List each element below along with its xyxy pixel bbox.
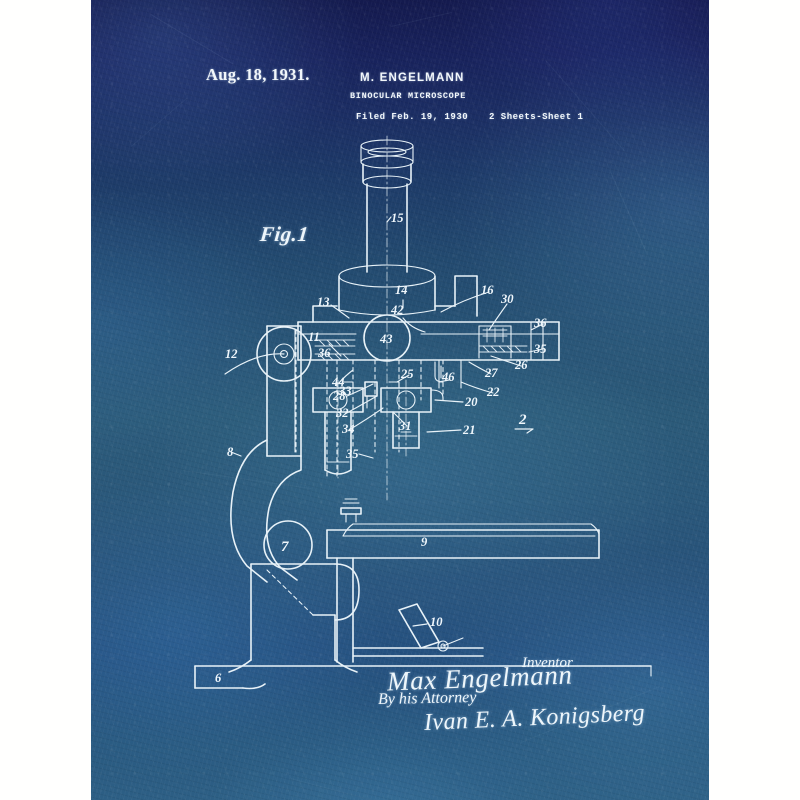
callout-16: 16 (481, 283, 494, 297)
callout-numerals: 13 14 15 16 30 42 11 43 12 36 36 35 44 2… (215, 211, 547, 685)
callout-28: 28 (332, 389, 346, 403)
callout-46: 46 (441, 370, 455, 384)
patent-inventor-name: M. ENGELMANN (360, 72, 465, 84)
callout-34: 34 (341, 422, 355, 436)
callout-20: 20 (464, 395, 478, 409)
microscope-base (194, 665, 652, 690)
microscope-arm (230, 439, 302, 583)
callout-32: 32 (335, 406, 349, 420)
callout-42: 42 (390, 303, 404, 317)
patent-invention-title: BINOCULAR MICROSCOPE (350, 91, 467, 101)
callout-27: 27 (484, 366, 498, 380)
callout-11: 11 (308, 330, 320, 344)
callout-12: 12 (225, 347, 238, 361)
microscope-stage (326, 498, 600, 663)
callout-7: 7 (281, 539, 289, 555)
mirror-assembly (398, 603, 464, 652)
callout-36-right: 36 (533, 316, 547, 330)
callout-36-left: 36 (317, 346, 331, 360)
callout-26: 26 (514, 358, 528, 372)
patent-date: Aug. 18, 1931. (206, 65, 310, 84)
callout-8: 8 (227, 445, 234, 459)
eyepiece-assembly (338, 135, 436, 501)
microscope-technical-drawing: 7 (194, 135, 652, 690)
callout-35-left: 35 (345, 447, 359, 461)
callout-14: 14 (395, 283, 408, 297)
callout-9: 9 (421, 535, 428, 549)
callout-15: 15 (391, 211, 404, 225)
patent-filed-date: Filed Feb. 19, 1930 (356, 112, 469, 122)
callout-30: 30 (500, 292, 514, 306)
callout-35-right: 35 (533, 342, 547, 356)
callout-43: 43 (379, 332, 393, 346)
callout-25: 25 (400, 367, 414, 381)
focus-pivot-housing (224, 325, 312, 457)
callout-10: 10 (430, 615, 443, 629)
callout-22: 22 (486, 385, 500, 399)
callout-2: 2 (518, 412, 527, 428)
patent-blueprint-sheet: Aug. 18, 1931. M. ENGELMANN BINOCULAR MI… (91, 0, 709, 800)
callout-33: 33 (338, 384, 352, 398)
callout-6: 6 (215, 671, 222, 685)
inventor-label: Inventor (522, 655, 573, 671)
callout-13: 13 (317, 295, 330, 309)
limb-trunnion: 7 (228, 520, 360, 673)
callout-31: 31 (398, 419, 412, 433)
callout-21: 21 (462, 423, 476, 437)
patent-sheet-count: 2 Sheets-Sheet 1 (489, 112, 584, 122)
prism-body-assembly (297, 275, 560, 362)
callout-44: 44 (331, 375, 345, 389)
attorney-label: By his Attorney (377, 688, 477, 709)
objective-assemblies (312, 361, 444, 479)
callout-leader-lines (230, 216, 544, 459)
